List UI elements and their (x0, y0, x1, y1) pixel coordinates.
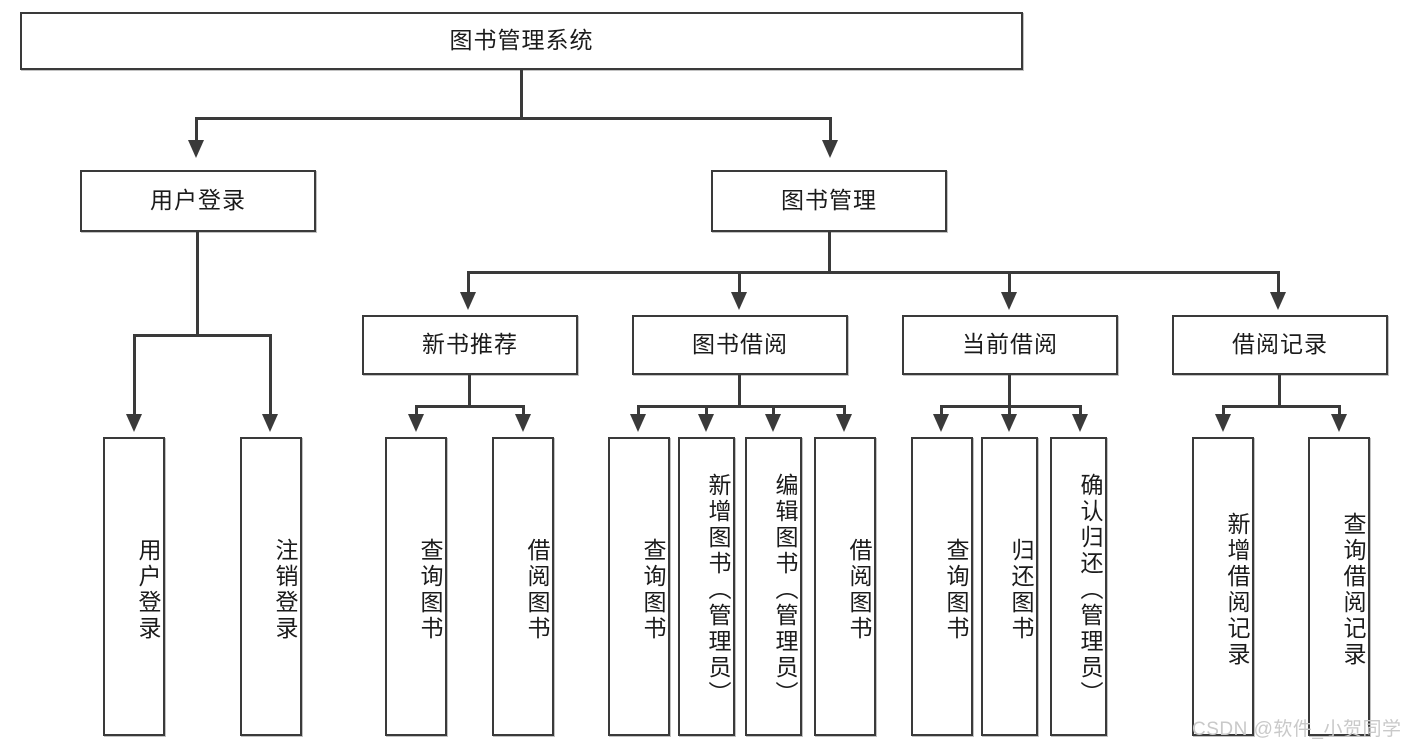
node-leaf-query-book-2[interactable]: 查询图书 (608, 437, 670, 736)
node-book-borrow-label: 图书借阅 (692, 331, 788, 358)
edge-root-bus (195, 117, 832, 120)
arrow-to-leaf-add-book (698, 414, 714, 432)
edge-br-stem (1278, 375, 1281, 407)
edge-user-login-right-drop (269, 334, 272, 420)
edge-root-to-user-login (195, 117, 198, 147)
arrow-to-leaf-borrow-book-2 (836, 414, 852, 432)
edge-bm-drop-2 (738, 271, 741, 298)
node-leaf-return-book-label: 归还图书 (1008, 537, 1034, 642)
node-leaf-query-book-1-label: 查询图书 (417, 537, 443, 642)
node-leaf-query-record-label: 查询借阅记录 (1340, 511, 1366, 668)
edge-bb-bus (637, 405, 846, 408)
node-leaf-edit-book-label: 编辑图书（管理员） (772, 472, 798, 707)
node-leaf-add-record[interactable]: 新增借阅记录 (1192, 437, 1254, 736)
arrow-to-leaf-query-book-3 (933, 414, 949, 432)
arrow-to-book-borrow (731, 292, 747, 310)
arrow-to-new-book-recommend (460, 292, 476, 310)
arrow-to-leaf-borrow-book-1 (515, 414, 531, 432)
edge-cb-stem (1008, 375, 1011, 407)
node-leaf-borrow-book-2-label: 借阅图书 (846, 537, 872, 642)
node-new-book-recommend[interactable]: 新书推荐 (362, 315, 578, 375)
node-leaf-confirm-return-label: 确认归还（管理员） (1077, 472, 1103, 707)
edge-br-bus (1222, 405, 1341, 408)
edge-book-management-stem (828, 232, 831, 273)
csdn-watermark: CSDN @软件_小贺同学 (1192, 719, 1402, 740)
node-current-borrow[interactable]: 当前借阅 (902, 315, 1118, 375)
arrow-root-to-book-management (822, 140, 838, 158)
node-leaf-query-book-1[interactable]: 查询图书 (385, 437, 447, 736)
node-user-login[interactable]: 用户登录 (80, 170, 316, 232)
arrow-to-leaf-logout-login (262, 414, 278, 432)
node-leaf-add-book-label: 新增图书（管理员） (705, 472, 731, 707)
arrow-to-leaf-edit-book (765, 414, 781, 432)
node-leaf-query-record[interactable]: 查询借阅记录 (1308, 437, 1370, 736)
node-root-label: 图书管理系统 (449, 27, 594, 54)
node-leaf-query-book-3[interactable]: 查询图书 (911, 437, 973, 736)
node-leaf-add-record-label: 新增借阅记录 (1224, 511, 1250, 668)
arrow-to-leaf-confirm-return (1072, 414, 1088, 432)
arrow-to-leaf-query-book-2 (630, 414, 646, 432)
arrow-to-current-borrow (1001, 292, 1017, 310)
edge-book-management-bus (467, 271, 1280, 274)
node-leaf-borrow-book-2[interactable]: 借阅图书 (814, 437, 876, 736)
arrow-to-borrow-record (1270, 292, 1286, 310)
node-leaf-user-login[interactable]: 用户登录 (103, 437, 165, 736)
arrow-to-leaf-add-record (1215, 414, 1231, 432)
edge-user-login-left-drop (133, 334, 136, 420)
edge-bm-drop-1 (467, 271, 470, 298)
node-leaf-query-book-2-label: 查询图书 (640, 537, 666, 642)
arrow-to-leaf-query-book-1 (408, 414, 424, 432)
node-borrow-record[interactable]: 借阅记录 (1172, 315, 1388, 375)
node-leaf-borrow-book-1-label: 借阅图书 (524, 537, 550, 642)
node-borrow-record-label: 借阅记录 (1232, 331, 1328, 358)
edge-root-to-book-management (829, 117, 832, 147)
node-new-book-recommend-label: 新书推荐 (422, 331, 518, 358)
node-book-management[interactable]: 图书管理 (711, 170, 947, 232)
node-current-borrow-label: 当前借阅 (962, 331, 1058, 358)
edge-nbr-bus (415, 405, 525, 408)
node-leaf-return-book[interactable]: 归还图书 (981, 437, 1038, 736)
node-leaf-add-book[interactable]: 新增图书（管理员） (678, 437, 735, 736)
node-leaf-edit-book[interactable]: 编辑图书（管理员） (745, 437, 802, 736)
edge-root-stem (520, 70, 523, 119)
node-book-management-label: 图书管理 (781, 187, 877, 214)
edge-user-login-stem (196, 232, 199, 336)
edge-bm-drop-4 (1277, 271, 1280, 298)
edge-cb-bus (940, 405, 1082, 408)
arrow-to-leaf-user-login (126, 414, 142, 432)
arrow-to-leaf-query-record (1331, 414, 1347, 432)
node-leaf-confirm-return[interactable]: 确认归还（管理员） (1050, 437, 1107, 736)
node-leaf-query-book-3-label: 查询图书 (943, 537, 969, 642)
node-root[interactable]: 图书管理系统 (20, 12, 1023, 70)
edge-nbr-stem (468, 375, 471, 407)
node-leaf-user-login-label: 用户登录 (135, 537, 161, 642)
arrow-root-to-user-login (188, 140, 204, 158)
node-leaf-logout-login-label: 注销登录 (272, 537, 298, 642)
node-book-borrow[interactable]: 图书借阅 (632, 315, 848, 375)
node-leaf-borrow-book-1[interactable]: 借阅图书 (492, 437, 554, 736)
node-leaf-logout-login[interactable]: 注销登录 (240, 437, 302, 736)
edge-user-login-bus (133, 334, 272, 337)
node-user-login-label: 用户登录 (150, 187, 246, 214)
arrow-to-leaf-return-book (1001, 414, 1017, 432)
edge-bm-drop-3 (1008, 271, 1011, 298)
edge-bb-stem (738, 375, 741, 407)
